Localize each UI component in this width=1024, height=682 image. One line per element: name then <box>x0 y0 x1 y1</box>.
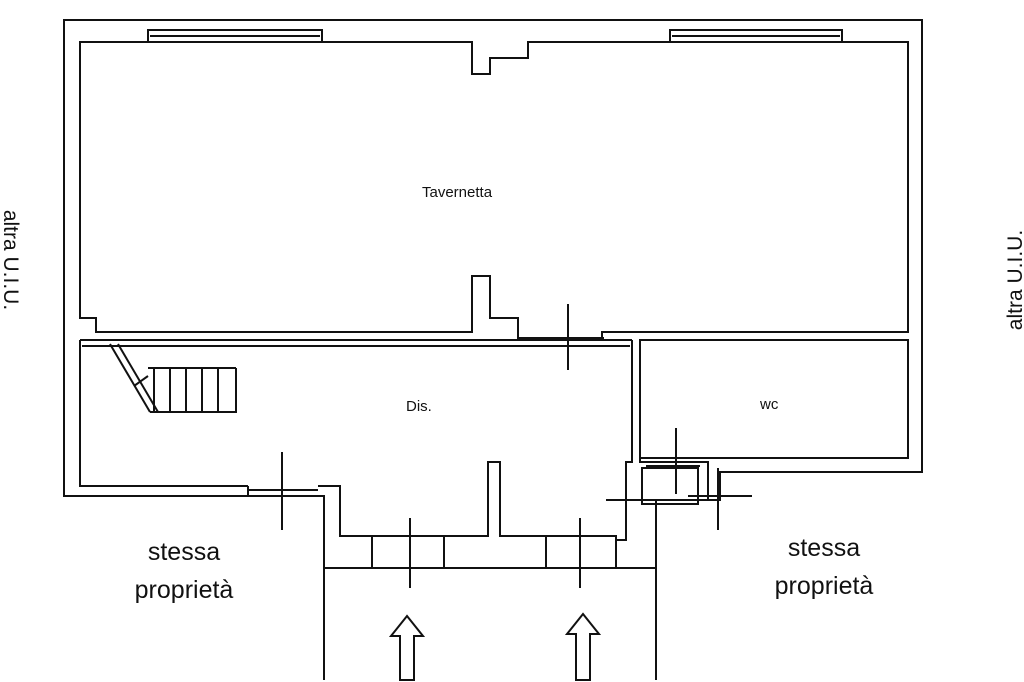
neighbor-label-left: stessa proprietà <box>112 534 256 609</box>
side-label-left: altra U.I.U. <box>0 209 22 311</box>
wc-room <box>639 339 909 459</box>
tavernetta-wall <box>79 41 909 339</box>
entrance-arrow-left <box>388 614 426 681</box>
room-label-dis: Dis. <box>406 398 432 415</box>
neighbor-right-line1: stessa <box>787 534 861 562</box>
entrance-step-left <box>371 535 445 569</box>
entrance-arrow-right <box>564 612 602 681</box>
outer-wall <box>63 19 923 568</box>
neighbor-right-line2: proprietà <box>774 571 874 600</box>
staircase <box>109 343 237 413</box>
lower-left-wall <box>79 340 248 487</box>
neighbor-left-line2: proprietà <box>134 575 234 604</box>
room-label-wc: wc <box>760 396 779 413</box>
window-left <box>147 29 323 43</box>
neighbor-left-line1: stessa <box>147 538 221 566</box>
neighbor-label-right: stessa proprietà <box>752 530 896 605</box>
dis-wall <box>616 340 633 541</box>
side-label-right: altra U.I.U. <box>1004 229 1024 331</box>
room-label-tavernetta: Tavernetta <box>422 184 493 201</box>
window-right <box>669 29 843 43</box>
